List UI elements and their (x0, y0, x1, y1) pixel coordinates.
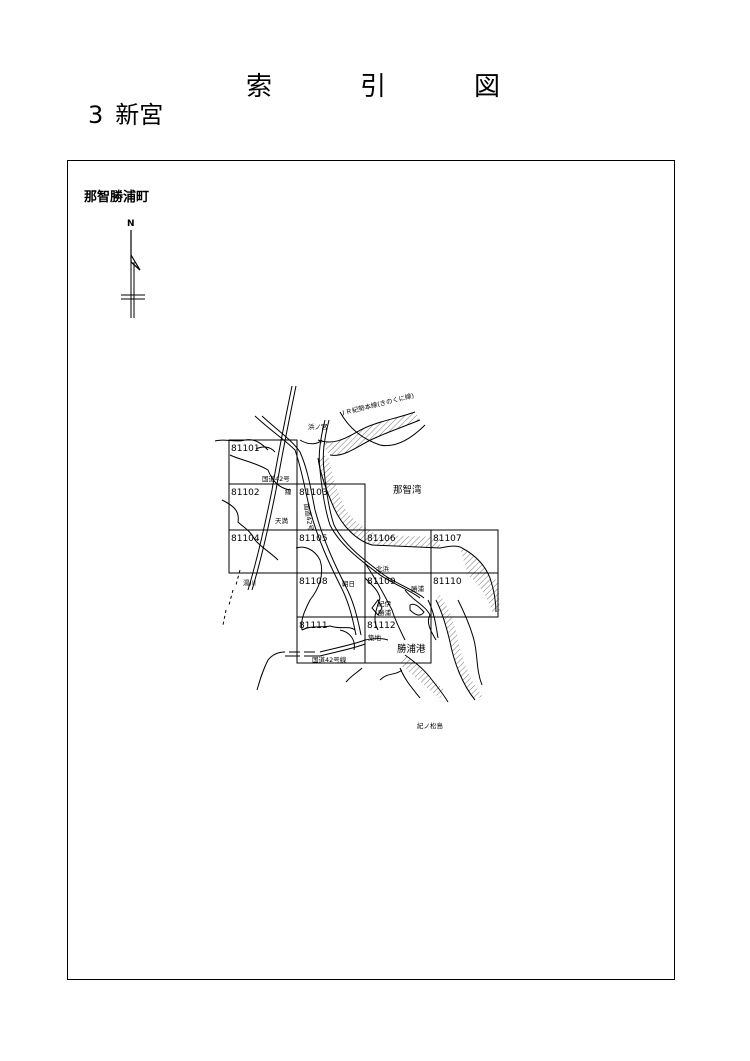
sheet-number: 81101 (231, 444, 260, 454)
sheet-number: 81109 (367, 577, 396, 587)
sheet-number: 81105 (299, 534, 328, 544)
place-label: 国道42号 (262, 474, 290, 483)
sheet-number: 81106 (367, 534, 396, 544)
sheet-number: 81108 (299, 577, 328, 587)
place-label: ＪＲ紀勢本線(きのくに線) (338, 391, 414, 418)
region-heading: 3 新宮 (88, 100, 163, 130)
coastline (214, 411, 497, 703)
town-name: 那智勝浦町 (84, 190, 150, 205)
place-label: 築地 (368, 633, 382, 642)
sheet-number: 81110 (433, 577, 462, 587)
place-label: 天満 (275, 517, 289, 525)
place-label: 勝浦港 (397, 643, 426, 655)
sheet-number: 81103 (299, 488, 328, 498)
index-map-title: 索 引 図 (0, 72, 750, 108)
sheet-number: 81111 (299, 621, 328, 631)
sheet-number: 81102 (231, 488, 260, 498)
sheet-numbers: 81101 81102 81103 81104 81105 81106 8110… (231, 444, 462, 631)
sheet-grid (228, 439, 499, 664)
north-arrow-icon: N (121, 219, 145, 318)
region-name: 新宮 (115, 101, 164, 129)
place-label: 紀ノ松島 (417, 721, 444, 730)
title-char-2: 引 (360, 72, 387, 102)
place-label: 浜ノ宮 (308, 422, 328, 431)
sheet-number: 81104 (231, 534, 260, 544)
roads-and-railways (222, 385, 439, 657)
north-label: N (127, 219, 135, 229)
place-label: 勝浦 (411, 584, 425, 593)
place-label: 国道42号線 (312, 655, 347, 664)
place-label: 紀伊 (378, 599, 392, 608)
place-label: 那智湾 (393, 484, 422, 496)
title-char-3: 図 (474, 72, 501, 102)
map-frame (67, 160, 675, 980)
sheet-number: 81107 (433, 534, 462, 544)
place-label: 湯川 (243, 578, 256, 587)
coastline-hatching (318, 412, 500, 700)
place-label: 国道42号 (302, 503, 316, 532)
place-label: 勝浦 (378, 608, 392, 617)
place-label: 北浜 (376, 564, 390, 573)
sheet-number: 81112 (367, 621, 396, 631)
place-label: 朝日 (342, 580, 355, 588)
region-number: 3 (88, 101, 104, 129)
place-label: 線 (285, 487, 292, 496)
title-char-1: 索 (246, 72, 273, 102)
